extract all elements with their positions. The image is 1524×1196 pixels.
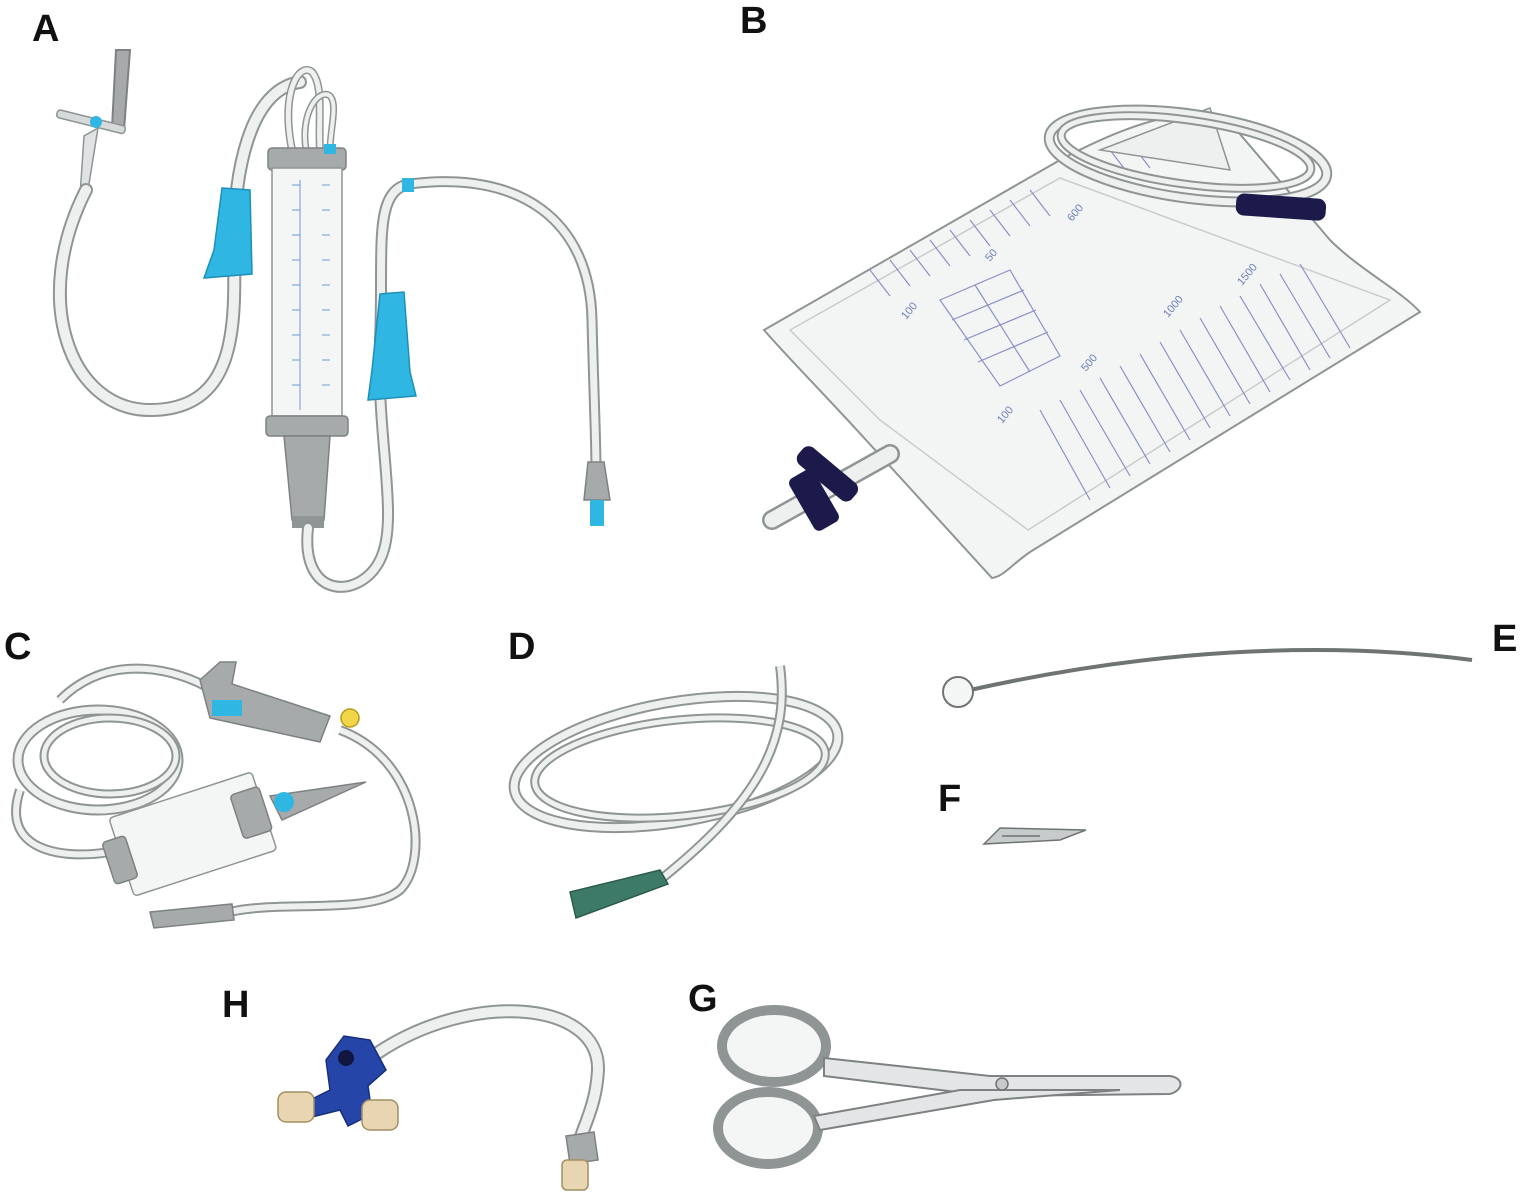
infusion-set-illustration xyxy=(52,49,611,593)
panel-label-f: F xyxy=(938,778,962,820)
urine-bag-illustration: 100 500 1000 1500 600 100 50 xyxy=(762,104,1422,580)
panel-label-c: C xyxy=(4,626,32,668)
panel-label-b: B xyxy=(740,0,768,42)
panel-label-h: H xyxy=(222,984,250,1026)
scissors-illustration xyxy=(713,1005,1182,1169)
stopcock-illustration xyxy=(277,1004,606,1191)
panel-label-d: D xyxy=(508,626,536,668)
drip-set-illustration xyxy=(11,661,421,929)
probe-illustration xyxy=(942,648,1473,708)
panel-label-e: E xyxy=(1492,618,1518,660)
scalpel-blade-illustration xyxy=(982,827,1087,845)
panel-label-a: A xyxy=(32,8,60,50)
catheter-illustration xyxy=(508,665,844,919)
panel-label-g: G xyxy=(688,978,718,1020)
